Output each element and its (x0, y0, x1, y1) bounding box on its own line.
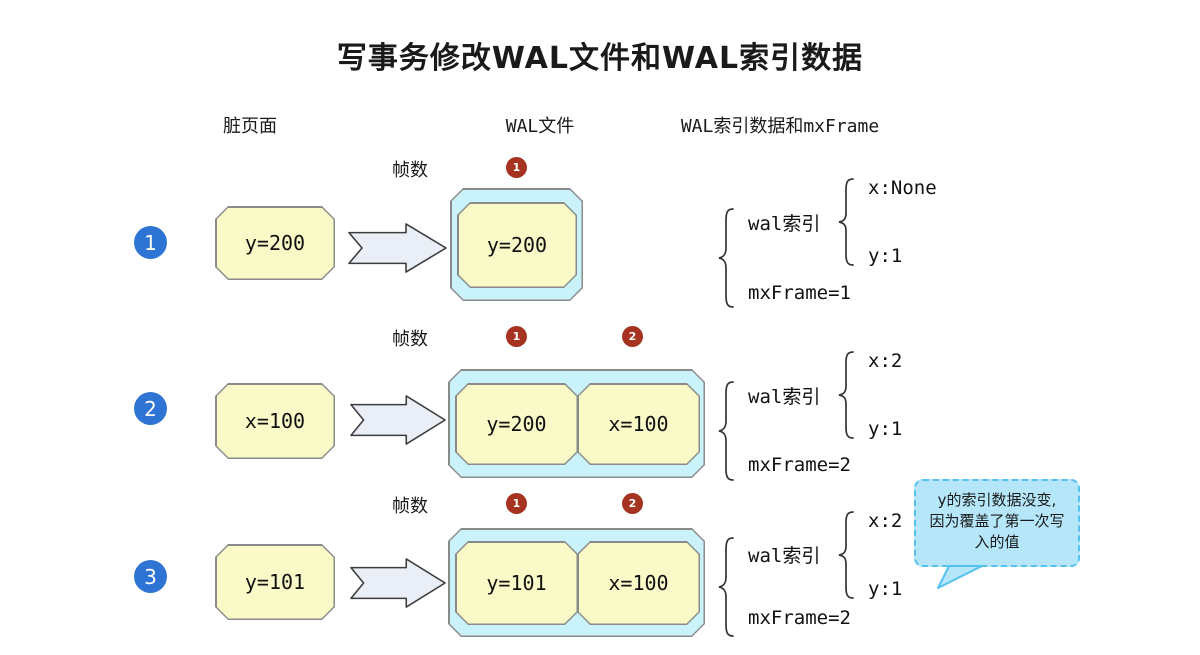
box-fill (217, 546, 334, 619)
outer-brace (718, 537, 734, 637)
wal-frame-value: y=200 (486, 412, 547, 436)
box-fill (457, 385, 577, 464)
box-fill (457, 543, 577, 624)
wal-frame-box: y=101 (455, 541, 578, 625)
wal-index-label: wal索引 (748, 545, 821, 567)
wal-frame-box: y=200 (457, 202, 577, 288)
index-entry-y: y:1 (868, 578, 903, 600)
wal-frame-box: x=100 (577, 541, 700, 625)
step-number-circle: 3 (134, 560, 167, 593)
write-arrow-icon (350, 395, 446, 445)
badge-number: 2 (628, 330, 637, 343)
write-arrow-icon (350, 558, 446, 608)
wal-frame-value: x=100 (608, 412, 669, 436)
write-arrow-icon (348, 223, 447, 273)
column-header-wal-index: WAL索引数据和mxFrame (680, 116, 880, 137)
column-header-dirty-page: 脏页面 (223, 116, 277, 137)
index-entry-y: y:1 (868, 245, 903, 267)
inner-brace (838, 351, 854, 439)
frame-number-badge: 1 (506, 493, 527, 514)
wal-frame-box: y=200 (455, 383, 578, 465)
annotation-callout: y的索引数据没变, 因为覆盖了第一次写 入的值 (914, 479, 1080, 567)
column-header-wal-file: WAL文件 (505, 116, 575, 137)
dirty-page-box: y=101 (215, 544, 335, 620)
outer-brace (718, 208, 734, 308)
outer-brace (718, 381, 734, 481)
box-fill (579, 543, 699, 624)
badge-number: 1 (512, 330, 521, 343)
frame-count-label: 帧数 (392, 496, 428, 517)
frame-number-badge: 1 (506, 326, 527, 347)
index-entry-x: x:2 (868, 510, 903, 532)
wal-index-label: wal索引 (748, 386, 821, 408)
index-entry-y: y:1 (868, 418, 903, 440)
step-number-circle: 1 (134, 226, 167, 259)
page-title: 写事务修改WAL文件和WAL索引数据 (336, 41, 864, 76)
box-fill (579, 385, 699, 464)
frame-number-badge: 2 (622, 493, 643, 514)
wal-frame-box: x=100 (577, 383, 700, 465)
wal-frame-value: y=200 (486, 233, 548, 257)
badge-number: 2 (628, 497, 637, 510)
wal-index-label: wal索引 (748, 213, 821, 235)
inner-brace (838, 178, 854, 266)
box-fill (217, 385, 334, 458)
mxframe-value: mxFrame=1 (748, 282, 851, 304)
callout-tail (937, 565, 983, 589)
index-entry-x: x:2 (868, 350, 903, 372)
step-number: 2 (144, 396, 157, 421)
step-number: 1 (144, 230, 157, 255)
wal-frame-value: y=101 (486, 571, 547, 595)
box-fill (459, 204, 576, 287)
wal-frame-value: x=100 (608, 571, 669, 595)
frame-number-badge: 1 (506, 157, 527, 178)
dirty-page-value: y=200 (244, 231, 306, 255)
index-entry-x: x:None (868, 177, 937, 199)
frame-count-label: 帧数 (392, 329, 428, 350)
step-number-circle: 2 (134, 392, 167, 425)
frame-count-label: 帧数 (392, 160, 428, 181)
frame-number-badge: 2 (622, 326, 643, 347)
inner-brace (838, 511, 854, 599)
dirty-page-value: x=100 (244, 409, 306, 433)
dirty-page-box: y=200 (215, 206, 335, 280)
box-fill (217, 208, 334, 279)
mxframe-value: mxFrame=2 (748, 607, 851, 629)
badge-number: 1 (512, 161, 521, 174)
badge-number: 1 (512, 497, 521, 510)
mxframe-value: mxFrame=2 (748, 454, 851, 476)
dirty-page-value: y=101 (244, 570, 306, 594)
step-number: 3 (144, 564, 157, 589)
dirty-page-box: x=100 (215, 383, 335, 459)
